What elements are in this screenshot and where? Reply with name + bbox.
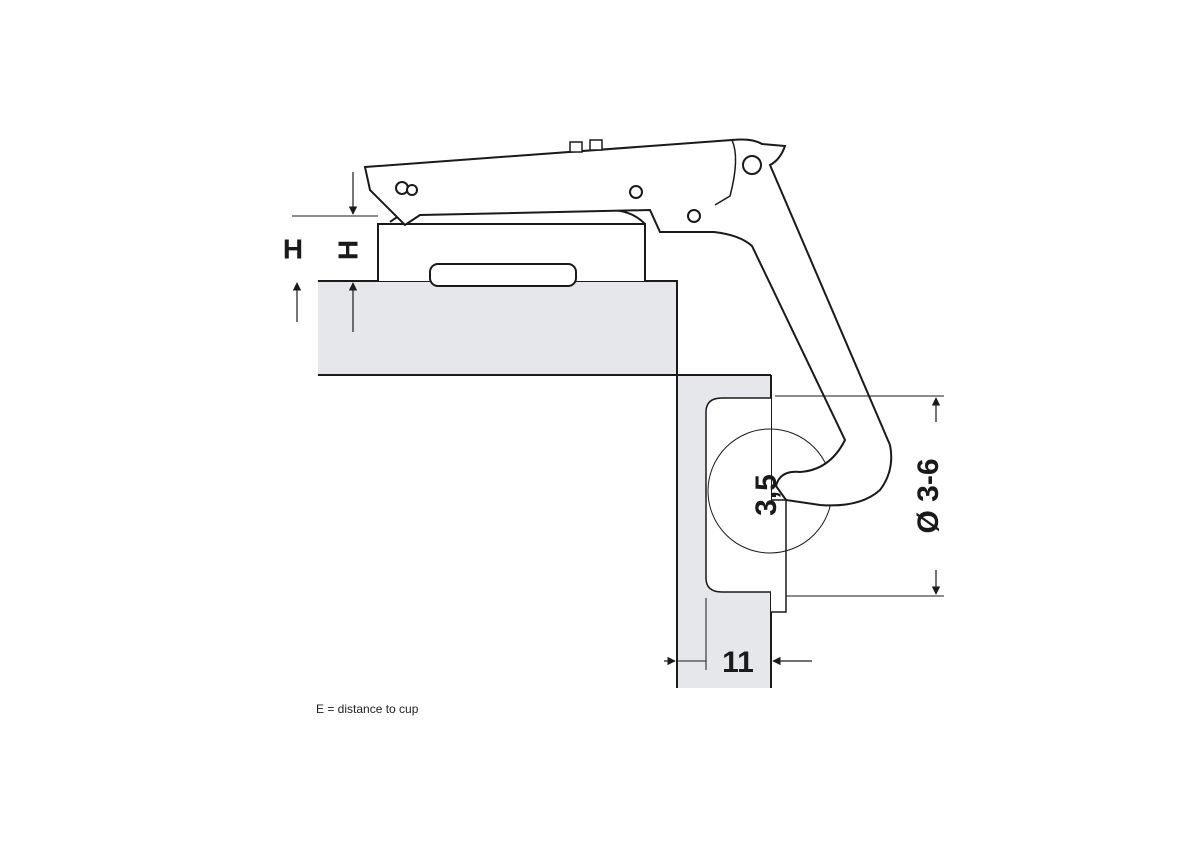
diameter-label: Ø 3-6 <box>912 458 945 533</box>
hinge-cup-recess <box>705 397 771 593</box>
mounting-plate-slot <box>429 263 577 287</box>
cabinet-top-panel <box>318 281 677 375</box>
h-label-outer: H <box>283 233 303 264</box>
arm-tab-1 <box>569 141 583 153</box>
pivot-rivet-3 <box>687 209 701 223</box>
hinge-cup-inner <box>771 499 787 613</box>
dim-11-label: 11 <box>722 646 754 679</box>
hinge-arm <box>363 138 893 507</box>
h-label-inner: H <box>332 240 363 260</box>
footnote: E = distance to cup <box>316 702 419 716</box>
pivot-rivet-2 <box>629 185 643 199</box>
pivot-rivet-5 <box>406 184 418 196</box>
arm-tab-2 <box>589 139 603 151</box>
pivot-rivet-4 <box>395 181 409 195</box>
hinge-arm-inner-line <box>714 139 737 206</box>
pivot-rivet-1 <box>742 155 762 175</box>
dim-3-5-label: 3,5 <box>750 474 783 516</box>
